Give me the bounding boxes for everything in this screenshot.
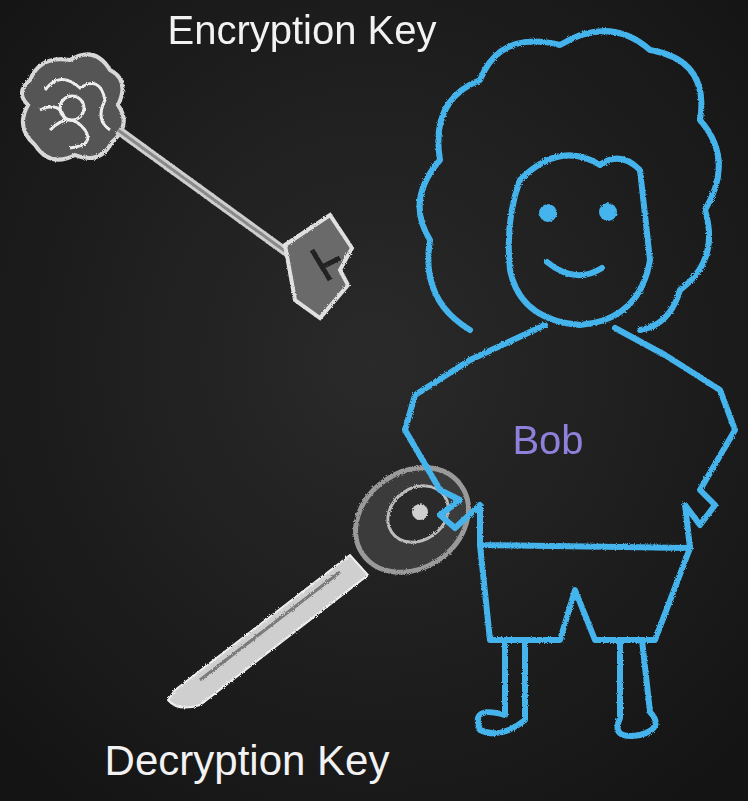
shirt-name: Bob [512,418,583,462]
bob-figure [405,31,735,736]
key-label: Decryption Key [105,738,390,784]
key-label: Encryption Key [167,8,436,52]
encryption-key [22,54,352,318]
